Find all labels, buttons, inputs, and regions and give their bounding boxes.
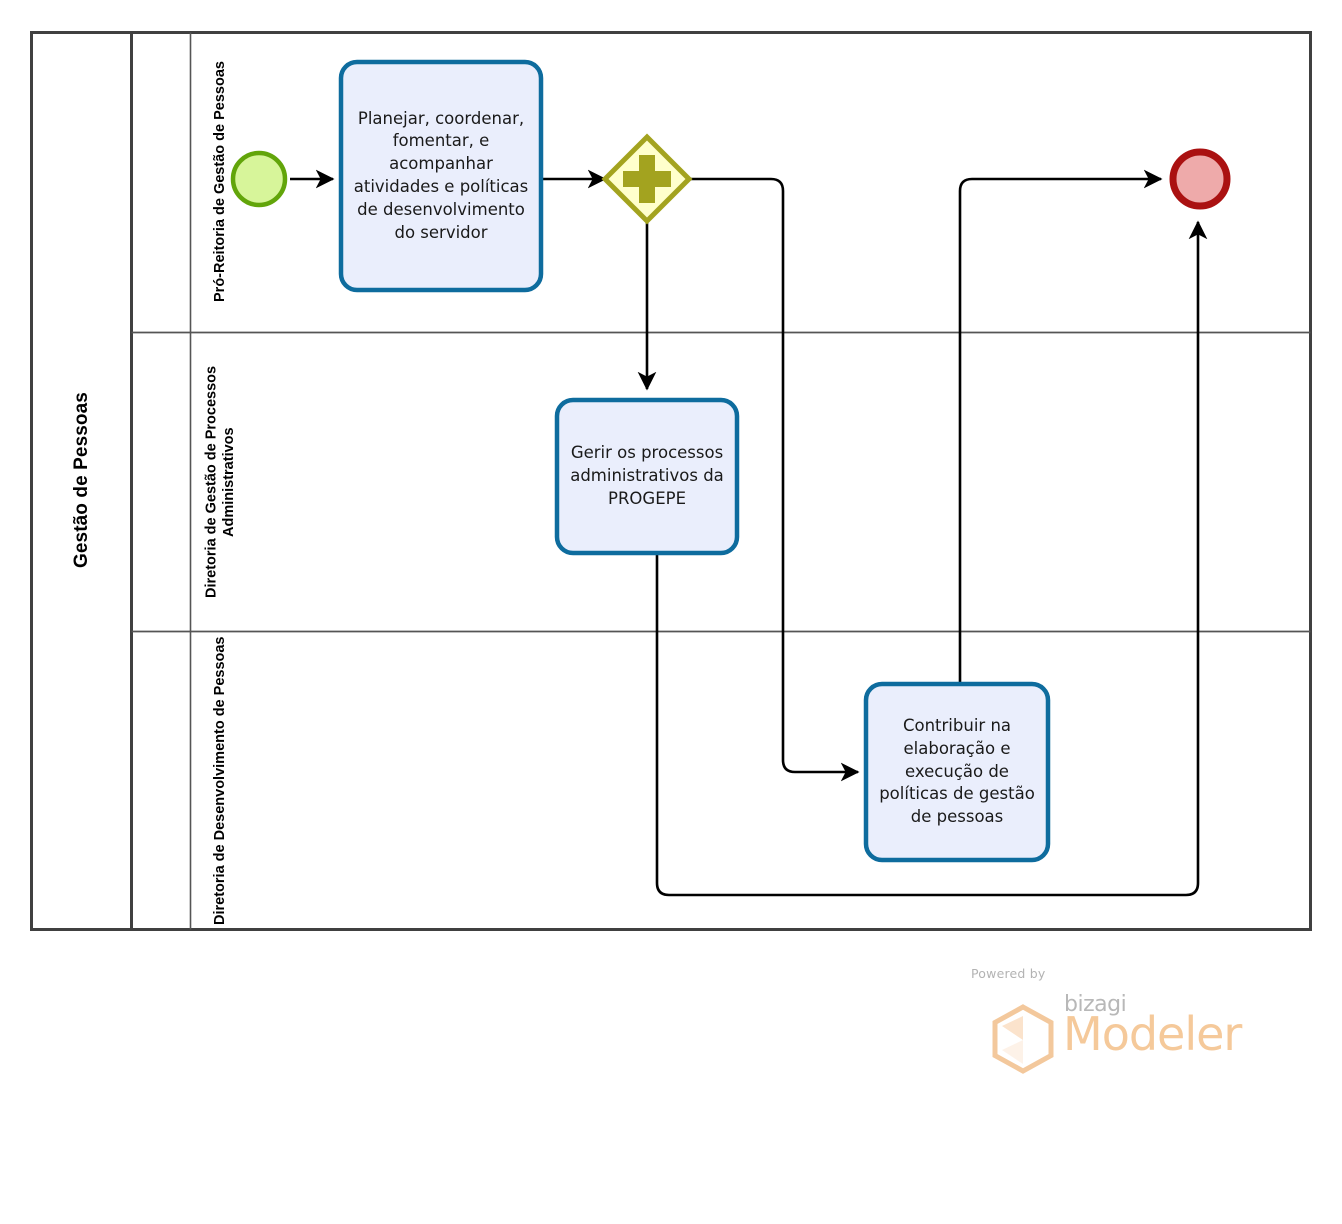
parallel-gateway[interactable] (601, 133, 693, 225)
lane-title-diretoria-desenvolvimento: Diretoria de Desenvolvimento de Pessoas (212, 636, 229, 925)
task-gerir-processos[interactable] (554, 397, 740, 556)
task-contribuir-politicas[interactable] (863, 681, 1051, 863)
lane-title-pro-reitoria: Pró-Reitoria de Gestão de Pessoas (212, 61, 229, 303)
flow-task3-to-end (958, 169, 1163, 691)
start-event[interactable] (230, 150, 288, 208)
flow-task2-to-end (655, 220, 1208, 897)
sequence-flows (290, 169, 1208, 897)
modeler-wordmark: Modeler (1063, 1007, 1242, 1061)
bizagi-logo: Powered by bizagi Modeler (968, 966, 1258, 1076)
end-event[interactable] (1169, 148, 1231, 210)
pool-title: Gestão de Pessoas (70, 392, 92, 569)
powered-by-label: Powered by (971, 966, 1046, 981)
lane-title-diretoria-processos: Diretoria de Gestão de Processos Adminis… (203, 365, 237, 599)
bizagi-hexagon-icon (992, 1004, 1054, 1074)
plus-icon (623, 155, 671, 203)
task-planejar-coordenar[interactable] (338, 59, 544, 293)
flow-gateway-to-task3 (689, 177, 860, 782)
bizagi-wordmark: bizagi (1064, 992, 1127, 1017)
